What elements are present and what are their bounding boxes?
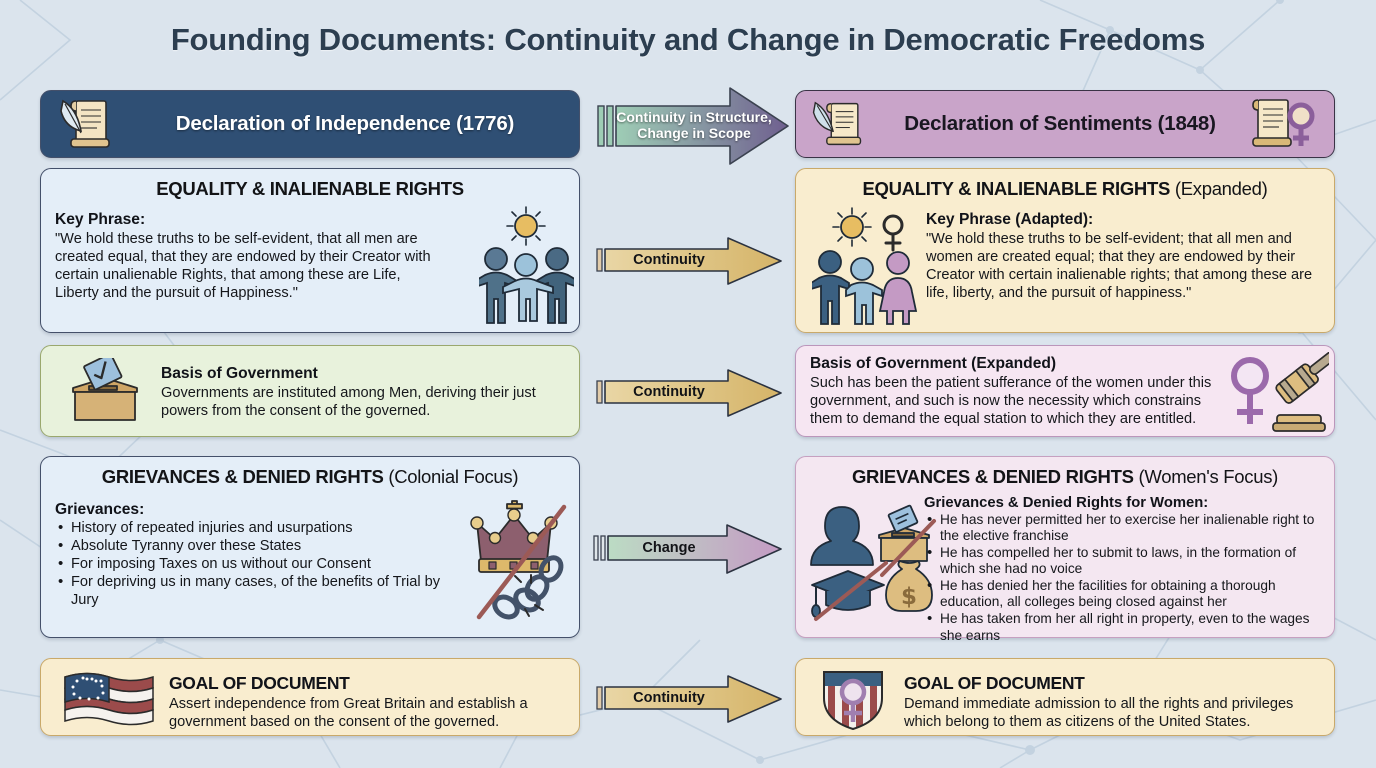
card-left-goal: GOAL OF DOCUMENT Assert independence fro… — [40, 658, 580, 736]
list-item: For depriving us in many cases, of the b… — [55, 573, 455, 609]
card-right-goal-label: GOAL OF DOCUMENT — [904, 673, 1085, 693]
list-item: Absolute Tyranny over these States — [55, 537, 455, 556]
three-people-sun-venus-icon — [810, 205, 930, 332]
card-right-goal: GOAL OF DOCUMENT Demand immediate admiss… — [795, 658, 1335, 736]
card-right-basis: Basis of Government (Expanded) Such has … — [795, 345, 1340, 437]
connector-arrow-grievances: Change — [593, 523, 785, 575]
card-left-basis-text: Governments are instituted among Men, de… — [161, 385, 536, 420]
crown-broken-chain-icon — [459, 497, 579, 627]
card-right-equality-label: Key Phrase (Adapted): — [926, 211, 1094, 228]
card-left-grievances: GRIEVANCES & DENIED RIGHTS (Colonial Foc… — [40, 456, 580, 638]
card-right-basis-text: Such has been the patient sufferance of … — [810, 375, 1212, 428]
list-item: He has never permitted her to exercise h… — [924, 511, 1328, 545]
card-right-basis-label: Basis of Government (Expanded) — [810, 355, 1057, 372]
venus-gavel-icon — [1221, 348, 1340, 437]
card-right-equality-heading: EQUALITY & INALIENABLE RIGHTS (Expanded) — [862, 178, 1268, 199]
list-item: For imposing Taxes on us without our Con… — [55, 555, 455, 574]
card-left-goal-text: Assert independence from Great Britain a… — [169, 696, 528, 731]
betsy-ross-flag-icon — [61, 669, 165, 734]
list-item: He has compelled her to submit to laws, … — [924, 544, 1328, 578]
shield-venus-icon — [818, 666, 888, 737]
card-right-grievances-label: Grievances & Denied Rights for Women: — [924, 495, 1209, 511]
connector-arrow-goal: Continuity — [595, 674, 785, 724]
scroll-quill-icon — [810, 95, 872, 153]
scroll-quill-icon — [55, 95, 125, 153]
svg-text:$: $ — [901, 584, 917, 610]
list-item: He has taken from her all right in prope… — [924, 610, 1328, 644]
card-left-equality-heading: EQUALITY & INALIENABLE RIGHTS — [156, 178, 464, 199]
header-banner-left-label: Declaration of Independence (1776) — [175, 112, 515, 135]
card-right-grievances-heading: GRIEVANCES & DENIED RIGHTS (Women's Focu… — [851, 466, 1279, 487]
three-people-sun-icon — [474, 205, 579, 332]
card-right-equality-text: "We hold these truths to be self-evident… — [926, 231, 1313, 302]
card-left-grievances-label: Grievances: — [55, 501, 145, 518]
card-left-equality-text: "We hold these truths to be self-evident… — [55, 231, 431, 302]
card-left-basis-label: Basis of Government — [161, 365, 318, 382]
card-right-equality: EQUALITY & INALIENABLE RIGHTS (Expanded) — [795, 168, 1335, 333]
card-left-basis: Basis of Government Governments are inst… — [40, 345, 580, 437]
connector-arrow-basis: Continuity — [595, 368, 785, 418]
card-left-equality-label: Key Phrase: — [55, 211, 146, 228]
list-item: History of repeated injuries and usurpat… — [55, 519, 455, 538]
list-item: He has denied her the facilities for obt… — [924, 577, 1328, 611]
header-banner-left: Declaration of Independence (1776) — [40, 90, 580, 158]
header-connector-arrow: Continuity in Structure, Change in Scope — [596, 84, 792, 168]
card-left-grievances-list: History of repeated injuries and usurpat… — [55, 519, 455, 610]
scroll-venus-icon — [1248, 94, 1320, 154]
card-right-grievances: GRIEVANCES & DENIED RIGHTS (Women's Focu… — [795, 456, 1335, 643]
card-right-grievances-list: He has never permitted her to exercise h… — [924, 511, 1328, 644]
header-banner-right: Declaration of Sentiments (1848) — [795, 90, 1335, 158]
connector-arrow-equality: Continuity — [595, 236, 785, 286]
ballot-box-icon — [59, 353, 151, 431]
woman-denied-rights-icon: $ — [804, 489, 939, 629]
card-left-goal-label: GOAL OF DOCUMENT — [169, 673, 350, 693]
page-title: Founding Documents: Continuity and Chang… — [170, 22, 1206, 57]
card-left-equality: EQUALITY & INALIENABLE RIGHTS Key Phrase… — [40, 168, 580, 333]
header-banner-right-label: Declaration of Sentiments (1848) — [904, 112, 1216, 135]
card-left-grievances-heading: GRIEVANCES & DENIED RIGHTS (Colonial Foc… — [101, 466, 519, 487]
card-right-goal-text: Demand immediate admission to all the ri… — [904, 696, 1294, 731]
